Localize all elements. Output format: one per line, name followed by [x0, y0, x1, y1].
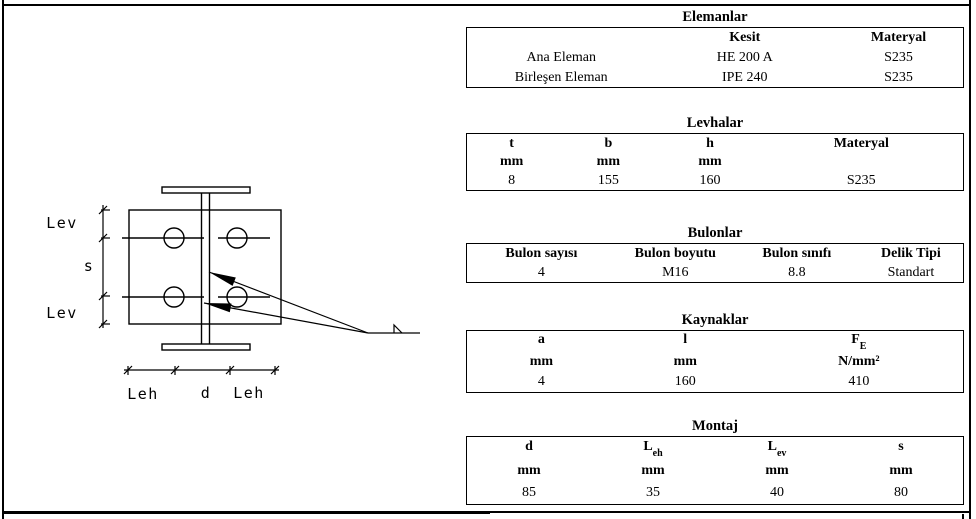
table-cell: h — [706, 135, 714, 151]
frame-top-border — [2, 4, 971, 6]
table-cell: Standart — [887, 265, 935, 280]
table-cell: Bulon sayısı — [505, 246, 578, 261]
beam-bottom-flange — [161, 343, 251, 351]
bolt-hole — [163, 286, 185, 308]
table-cell: Leh — [643, 439, 663, 460]
table-cell: M16 — [662, 265, 689, 280]
table-cell: mm — [889, 462, 913, 478]
weld-arrowhead — [204, 303, 232, 313]
table-cell: 85 — [522, 485, 536, 501]
table-cell: S235 — [884, 69, 913, 85]
table-cell: 4 — [537, 265, 545, 280]
frame-bottom-thick-line — [2, 511, 490, 514]
bolt-hole — [226, 227, 248, 249]
connection-plate — [128, 209, 282, 325]
table-cell: Bulon sınıfı — [762, 246, 832, 261]
weld-leader-line — [208, 271, 369, 334]
table-cell: 8 — [508, 173, 516, 189]
kaynaklar-table: a l FE mm mm N/mm² 4 160 410 — [466, 330, 964, 393]
table-cell: mm — [698, 154, 722, 170]
frame-bottom-thin-line — [490, 511, 971, 513]
horizontal-dimension-line — [123, 365, 280, 375]
table-cell: b — [604, 135, 613, 151]
levhalar-table: t b h Materyal mm mm mm 8 155 160 S235 — [466, 133, 964, 191]
table-cell: mm — [765, 462, 789, 478]
dim-label-lev-bottom: Lev — [46, 304, 78, 322]
table-cell: 160 — [699, 173, 721, 189]
table-cell: t — [509, 135, 514, 151]
kaynaklar-title: Kaynaklar — [681, 312, 749, 328]
dim-label-d: d — [201, 384, 212, 402]
table-cell: Bulon boyutu — [634, 246, 716, 261]
table-cell: 410 — [848, 374, 870, 390]
bulonlar-title: Bulonlar — [687, 225, 743, 241]
weld-arrowhead — [209, 272, 236, 286]
dim-label-s: s — [84, 257, 95, 275]
bolt-hole — [226, 286, 248, 308]
frame-bottom-right-stub — [962, 514, 964, 519]
table-cell: mm — [499, 154, 524, 170]
table-cell: d — [525, 439, 533, 455]
table-cell — [760, 161, 963, 162]
beam-top-flange — [161, 186, 251, 194]
table-cell: mm — [517, 462, 541, 478]
elemanlar-table: Kesit Materyal Ana Eleman HE 200 A S235 … — [466, 27, 964, 88]
table-cell: Ana Eleman — [526, 49, 597, 65]
table-cell: mm — [641, 462, 665, 478]
table-cell: Birleşen Eleman — [514, 69, 608, 85]
table-cell: s — [898, 439, 904, 455]
montaj-table: d Leh Lev s mm mm mm mm 85 35 40 80 — [466, 436, 964, 505]
table-cell: 155 — [597, 173, 619, 189]
table-cell: 40 — [770, 485, 784, 501]
table-cell: mm — [529, 353, 554, 369]
table-cell: mm — [596, 154, 620, 170]
table-cell: l — [683, 332, 688, 348]
table-cell: 160 — [674, 374, 696, 390]
table-cell: 4 — [537, 374, 545, 390]
table-cell: HE 200 A — [716, 49, 773, 65]
table-cell: Lev — [767, 439, 787, 460]
table-cell: S235 — [846, 173, 876, 189]
table-cell: N/mm² — [838, 353, 880, 369]
bulonlar-table: Bulon sayısı Bulon boyutu Bulon sınıfı D… — [466, 243, 964, 283]
frame-left-border — [2, 0, 4, 519]
weld-leader-line — [203, 302, 369, 334]
table-cell: mm — [673, 353, 697, 369]
table-cell: Kesit — [729, 30, 761, 46]
connection-drawing: Lev s Lev Leh d Leh — [46, 186, 420, 403]
vertical-dimension-line — [98, 205, 110, 329]
dim-label-lev-top: Lev — [46, 214, 78, 232]
table-cell: a — [537, 332, 545, 348]
table-cell: 80 — [894, 485, 908, 501]
table-cell: 8.8 — [788, 265, 806, 280]
fillet-weld-symbol — [393, 323, 403, 334]
dim-label-leh-right: Leh — [233, 384, 265, 402]
table-cell: IPE 240 — [721, 69, 768, 85]
table-cell: Materyal — [870, 30, 927, 46]
table-cell: Delik Tipi — [881, 246, 941, 261]
table-cell: Materyal — [833, 135, 889, 151]
levhalar-title: Levhalar — [686, 115, 744, 131]
bolt-hole — [163, 227, 185, 249]
dim-label-leh-left: Leh — [127, 385, 159, 403]
table-cell: FE — [851, 332, 867, 353]
elemanlar-title: Elemanlar — [682, 9, 748, 25]
table-cell: S235 — [884, 49, 913, 65]
table-cell — [467, 37, 655, 38]
frame-right-border — [969, 0, 971, 519]
table-cell: 35 — [646, 485, 660, 501]
montaj-title: Montaj — [692, 418, 738, 434]
